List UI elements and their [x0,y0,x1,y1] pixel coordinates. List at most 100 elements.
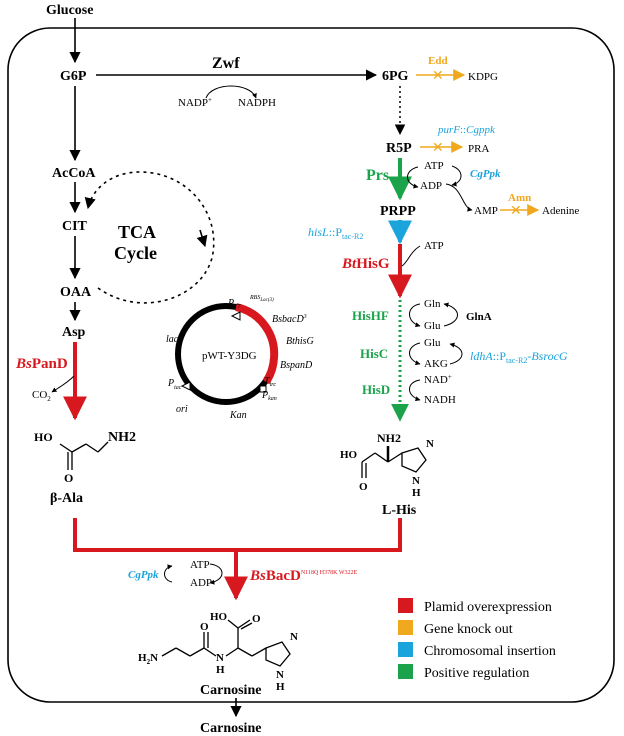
glucose-label: Glucose [46,3,93,18]
glu-label-2: Glu [424,337,441,349]
l-his-label: L-His [382,503,417,518]
plasmid-name: pWT-Y3DG [202,350,257,362]
hisd-label: HisD [362,382,390,397]
beta-ala-structure [59,441,109,470]
beta-ala-label: β-Ala [50,491,83,506]
plasmid-kan: Kan [229,410,247,421]
cgppk-bottom-label: CgPpk [128,569,159,581]
bthisg-label: BtHisG [341,256,390,272]
legend: Plamid overexpression Gene knock out Chr… [398,598,556,681]
nadph-label: NADPH [238,97,276,109]
plasmid-bsbacd: BsbacD3 [272,314,307,325]
legend-swatch-3 [398,664,413,679]
o-bala-label: O [64,471,73,485]
h-car2-label: H [276,681,285,693]
asp-label: Asp [62,325,86,340]
carnosine-label: Carnosine [200,683,261,698]
ho-bala-label: HO [34,430,53,444]
nad-nadh-curve [409,379,421,402]
n-car1-label: N [216,652,224,664]
legend-swatch-0 [398,598,413,613]
glna-curve [443,302,458,327]
plasmid-map [175,303,279,405]
tca-label-line1: TCA [118,222,156,242]
tca-cycle-arrow-right [196,229,208,248]
ho-his-label: HO [340,449,358,461]
zwf-label: Zwf [212,55,240,72]
hisl-ptac-label: hisL::Ptac-R2 [308,225,363,241]
legend-swatch-2 [398,642,413,657]
glna-label: GlnA [466,311,492,323]
cgppk-curve [451,165,462,187]
atp-hisg-label: ATP [424,240,444,252]
g6p-label: G6P [60,69,87,84]
pra-label: PRA [468,143,489,155]
atp-adp-prs-curve [407,166,419,189]
cell-boundary [7,27,615,703]
nh-car-label: N [276,669,284,681]
co2-label: CO2 [32,389,51,403]
atp-hisg-curve [401,245,421,267]
nadp-label: NADP+ [178,96,212,109]
h2n-car-label: H2N [138,652,158,666]
atp-prs-label: ATP [424,160,444,172]
nadp-curve [205,85,257,99]
akg-label: AKG [424,358,448,370]
ho-car-label: HO [210,611,228,623]
purf-cgppk-label: purF::Cgppk [437,124,496,136]
plasmid-p-tac: Ptac [167,378,182,391]
legend-label-1: Gene knock out [424,622,513,637]
l-his-structure [361,446,427,478]
plasmid-ori: ori [176,404,188,415]
ldha-label: ldhA::Ptac-R2-BsrocG [470,349,568,365]
n-his-label: N [426,438,434,450]
gln-label: Gln [424,298,441,310]
plasmid-p-kan: Pkan [261,390,277,402]
plasmid-t-trc: Ttrc [264,376,276,388]
amn-knockout-x-icon: ✕ [510,204,522,219]
atp-bacd-label: ATP [190,559,210,571]
adenine-label: Adenine [542,205,579,217]
prpp-label: PRPP [380,204,416,219]
n-car2-label: N [290,631,298,643]
legend-label-0: Plamid overexpression [424,600,552,615]
hishf-label: HisHF [352,308,389,323]
cgppk-top-label: CgPpk [470,168,501,180]
h-his-label: H [412,487,421,499]
nh2-his-label: NH2 [377,431,401,445]
h-car1-label: H [216,664,225,676]
adp-prs-label: ADP [420,180,442,192]
nad-label: NAD+ [424,373,452,386]
cgppk-bottom-curve [164,564,173,583]
adp-to-amp-arrow [445,183,473,212]
glu-label-1: Glu [424,320,441,332]
nh-his-label: N [412,475,420,487]
plasmid-bspand: BspanD [280,360,313,371]
tca-cycle-dotted-arc [84,171,215,304]
edd-knockout-x-icon: ✕ [432,69,444,84]
nadh-label: NADH [424,394,456,406]
nh2-bala-label: NH2 [108,430,136,445]
oaa-label: OAA [60,285,92,300]
akg-curve [449,342,463,365]
legend-swatch-1 [398,620,413,635]
plasmid-p-top: PT7 [227,298,241,310]
legend-label-3: Positive regulation [424,666,529,681]
carnosine-out-label: Carnosine [200,721,261,736]
purf-knockout-x-icon: ✕ [432,141,444,156]
r5p-label: R5P [386,141,412,156]
glu-akg-curve [409,342,421,366]
adp-bacd-label: ADP [190,577,212,589]
carnosine-structure [161,619,291,667]
atp-adp-bacd-curve [209,563,223,585]
o-car1-label: O [252,613,261,625]
legend-label-2: Chromosomal insertion [424,644,556,659]
edd-label: Edd [428,55,448,67]
amn-label: Amn [508,192,531,204]
plasmid-rbs: RBSLac(3) [249,295,274,303]
o-his-label: O [359,481,368,493]
accoa-label: AcCoA [52,166,96,181]
plasmid-bthisg: BthisG [286,336,314,347]
kdpg-label: KDPG [468,71,498,83]
